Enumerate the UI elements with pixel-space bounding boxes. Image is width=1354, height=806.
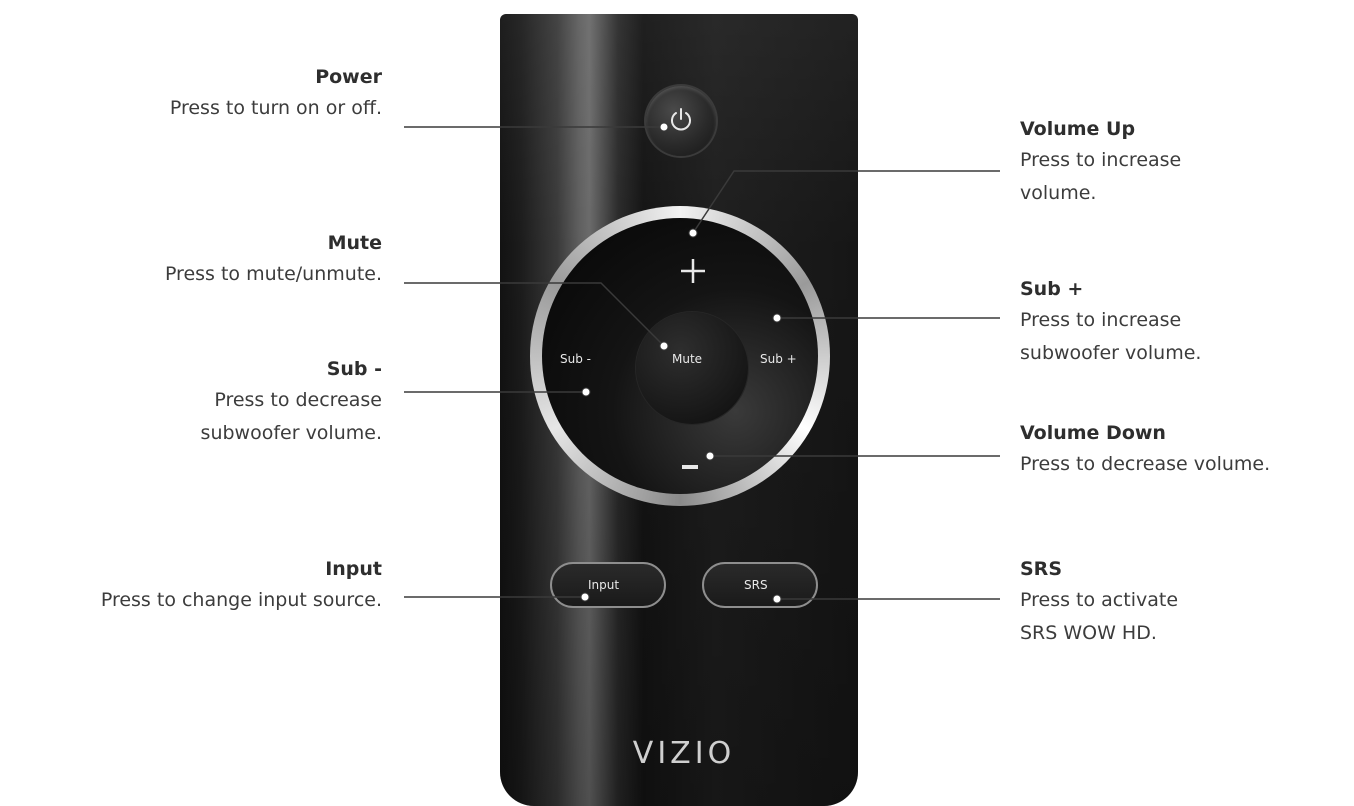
- callout-sub-plus: Sub + Press to increase subwoofer volume…: [1020, 274, 1201, 370]
- volume-down-button[interactable]: [680, 454, 706, 480]
- callout-mute: Mute Press to mute/unmute.: [165, 228, 382, 291]
- callout-title: Volume Down: [1020, 422, 1166, 444]
- leader-mute: [404, 282, 665, 347]
- control-pad: Sub - Sub + Mute: [542, 218, 818, 494]
- brand-logo: VIZIO: [632, 736, 736, 771]
- callout-title: SRS: [1020, 558, 1062, 580]
- power-button[interactable]: [646, 86, 716, 156]
- callout-desc: Press to decrease: [214, 389, 382, 411]
- callout-desc: Press to activate: [1020, 589, 1179, 611]
- dot-input: [580, 592, 590, 602]
- mute-button-label: Mute: [672, 352, 703, 366]
- dot-sub-plus: [772, 313, 782, 323]
- callout-sub-minus: Sub - Press to decrease subwoofer volume…: [201, 354, 382, 450]
- callout-desc: SRS WOW HD.: [1020, 622, 1157, 644]
- srs-button[interactable]: SRS: [702, 562, 818, 608]
- callout-title: Mute: [327, 232, 382, 254]
- callout-desc: Press to mute/unmute.: [164, 263, 382, 285]
- srs-button-label: SRS: [744, 578, 768, 592]
- dot-mute: [659, 341, 669, 351]
- callout-desc: subwoofer volume.: [1020, 342, 1202, 364]
- callout-desc: Press to change input source.: [100, 589, 382, 611]
- callout-desc: Press to increase: [1020, 149, 1182, 171]
- callout-desc: volume.: [1020, 182, 1097, 204]
- callout-volume-down: Volume Down Press to decrease volume.: [1020, 418, 1270, 481]
- leader-volume-up: [692, 170, 1000, 234]
- volume-up-button[interactable]: [680, 258, 706, 284]
- callout-desc: Press to turn on or off.: [169, 97, 382, 119]
- dot-volume-down: [705, 451, 715, 461]
- callout-title: Volume Up: [1020, 118, 1136, 140]
- sub-plus-button[interactable]: Sub +: [760, 352, 797, 366]
- callout-title: Power: [315, 66, 382, 88]
- callout-desc: Press to increase: [1020, 309, 1182, 331]
- sub-minus-button[interactable]: Sub -: [560, 352, 591, 366]
- dot-power: [659, 122, 669, 132]
- mute-button[interactable]: Mute: [636, 312, 748, 424]
- callout-srs: SRS Press to activate SRS WOW HD.: [1020, 554, 1178, 650]
- input-button-label: Input: [588, 578, 620, 592]
- dot-srs: [772, 594, 782, 604]
- dot-volume-up: [688, 228, 698, 238]
- power-icon: [671, 108, 691, 131]
- callout-input: Input Press to change input source.: [101, 554, 382, 617]
- callout-volume-up: Volume Up Press to increase volume.: [1020, 114, 1181, 210]
- callout-desc: Press to decrease volume.: [1020, 453, 1271, 475]
- callout-power: Power Press to turn on or off.: [170, 62, 382, 125]
- callout-title: Input: [325, 558, 382, 580]
- callout-title: Sub -: [326, 358, 382, 380]
- dot-sub-minus: [581, 387, 591, 397]
- input-button[interactable]: Input: [550, 562, 666, 608]
- callout-title: Sub +: [1020, 278, 1084, 300]
- callout-desc: subwoofer volume.: [200, 422, 382, 444]
